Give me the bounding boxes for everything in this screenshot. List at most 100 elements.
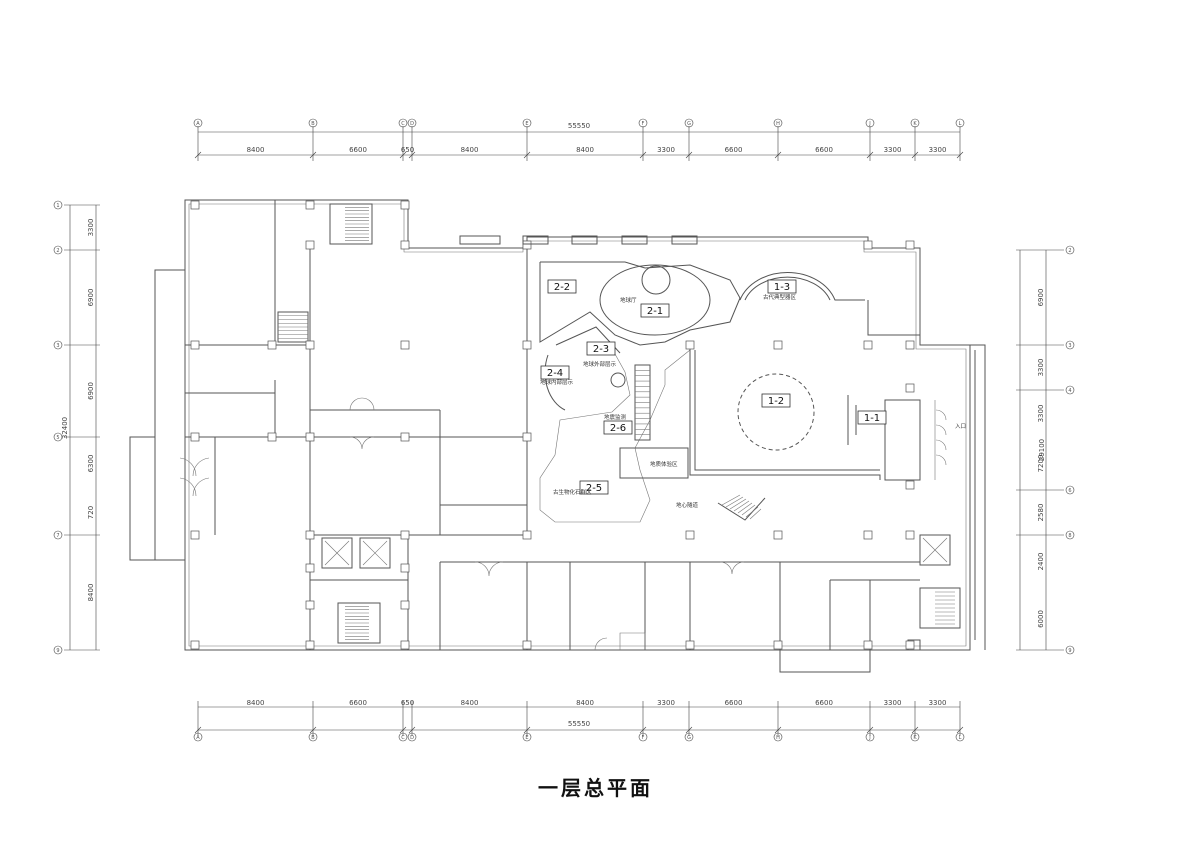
axis-label: 2 (56, 248, 59, 254)
zone-label-box (640, 303, 670, 318)
zone-label-box (761, 393, 791, 408)
column (522, 640, 532, 650)
top-dim-label: 6600 (815, 146, 833, 154)
axis-label: A (196, 121, 200, 127)
column (305, 240, 315, 250)
column (522, 340, 532, 350)
column (190, 340, 200, 350)
column (863, 530, 873, 540)
axis-label: J (868, 735, 870, 741)
bottom-dim-label: 3300 (929, 699, 947, 707)
axis-label: E (525, 735, 528, 741)
axis-bubble (1065, 385, 1075, 395)
top-dim-label: 6600 (349, 146, 367, 154)
axis-label: J (868, 121, 870, 127)
axis-bubble (684, 118, 694, 128)
column (863, 340, 873, 350)
bottom-dim-label: 8400 (576, 699, 594, 707)
right-dim-label: 3300 (1037, 405, 1045, 423)
axis-label: D (410, 735, 414, 741)
axis-label: G (687, 121, 691, 127)
axis-label: H (776, 121, 780, 127)
right-dim-label: 3300 (1037, 359, 1045, 377)
room-labels: 地球厅 古代典型器区 地球外部层示 地球内部层示 地震监测 地质体验区 古生物化… (540, 293, 966, 509)
column (905, 480, 915, 490)
west-interior-walls (179, 200, 527, 650)
column (905, 340, 915, 350)
right-dim-label: 6000 (1037, 610, 1045, 628)
top-dim-label: 8400 (247, 146, 265, 154)
bottom-dim-label: 650 (401, 699, 414, 707)
axis-label: C (401, 735, 405, 741)
column (863, 240, 873, 250)
axis-label: K (913, 735, 917, 741)
column (400, 563, 410, 573)
bottom-dim-label: 8400 (247, 699, 265, 707)
column (190, 432, 200, 442)
column (267, 432, 277, 442)
column (400, 432, 410, 442)
overall-width-bottom: 55550 (568, 720, 590, 728)
room-label-earthquake-monitoring: 地震监测 (604, 413, 627, 421)
axis-label: F (642, 121, 645, 127)
axis-bubble (638, 118, 648, 128)
axis-bubble (53, 432, 63, 442)
right-dim-label: 7200 (1037, 455, 1045, 473)
axis-bubble (407, 732, 417, 742)
overall-height-right: 29100 (1038, 439, 1046, 461)
top-dim-label: 8400 (461, 146, 479, 154)
room-label-earth-inner-layers: 地球内部层示 (540, 378, 574, 386)
top-dim-label: 6600 (725, 146, 743, 154)
axis-bubble (865, 732, 875, 742)
axis-label: 3 (56, 343, 59, 349)
axis-label: A (196, 735, 200, 741)
column (400, 340, 410, 350)
axis-bubble (955, 732, 965, 742)
zone-label: 2-5 (586, 483, 602, 494)
axis-bubble (308, 118, 318, 128)
left-dim-label: 6300 (87, 455, 95, 473)
column (685, 340, 695, 350)
zone-label-box (540, 365, 570, 380)
top-dim-label: 3300 (929, 146, 947, 154)
right-dim-label: 6900 (1037, 289, 1045, 307)
top-windows (459, 235, 698, 245)
zone-label: 2-3 (593, 344, 609, 355)
axis-label: F (642, 735, 645, 741)
room-label-earth-hall: 地球厅 (620, 296, 637, 304)
axis-bubble (53, 340, 63, 350)
axis-label: C (401, 121, 405, 127)
axis-bubble (910, 732, 920, 742)
column (305, 200, 315, 210)
overall-height-left: 32400 (61, 417, 69, 439)
axis-bubble (684, 732, 694, 742)
axis-label: 3 (1068, 343, 1071, 349)
top-dim-label: 650 (401, 146, 414, 154)
room-label-earth-outer-layers: 地球外部层示 (583, 360, 617, 368)
room-label-ancient-artifacts: 古代典型器区 (763, 293, 797, 301)
zone-label-box (857, 410, 887, 425)
zone-label-box (586, 341, 616, 356)
axis-bubble (398, 732, 408, 742)
axis-label: E (525, 121, 528, 127)
axis-bubble (522, 118, 532, 128)
zone-label: 2-1 (647, 306, 663, 317)
axis-bubble (1065, 340, 1075, 350)
bottom-dim-label: 6600 (815, 699, 833, 707)
room-label-geology-experience: 地质体验区 (650, 460, 678, 468)
axis-bubble (1065, 485, 1075, 495)
axis-label: G (687, 735, 691, 741)
right-dim-label: 2400 (1037, 553, 1045, 571)
room-label-fossil-area: 古生物化石群区 (553, 488, 592, 496)
axis-bubble (53, 200, 63, 210)
column (305, 563, 315, 573)
axis-bubble (193, 118, 203, 128)
exterior-walls (129, 199, 986, 651)
top-dim-label: 8400 (576, 146, 594, 154)
column (400, 200, 410, 210)
axis-bubble (522, 732, 532, 742)
bottom-dim-label: 3300 (884, 699, 902, 707)
